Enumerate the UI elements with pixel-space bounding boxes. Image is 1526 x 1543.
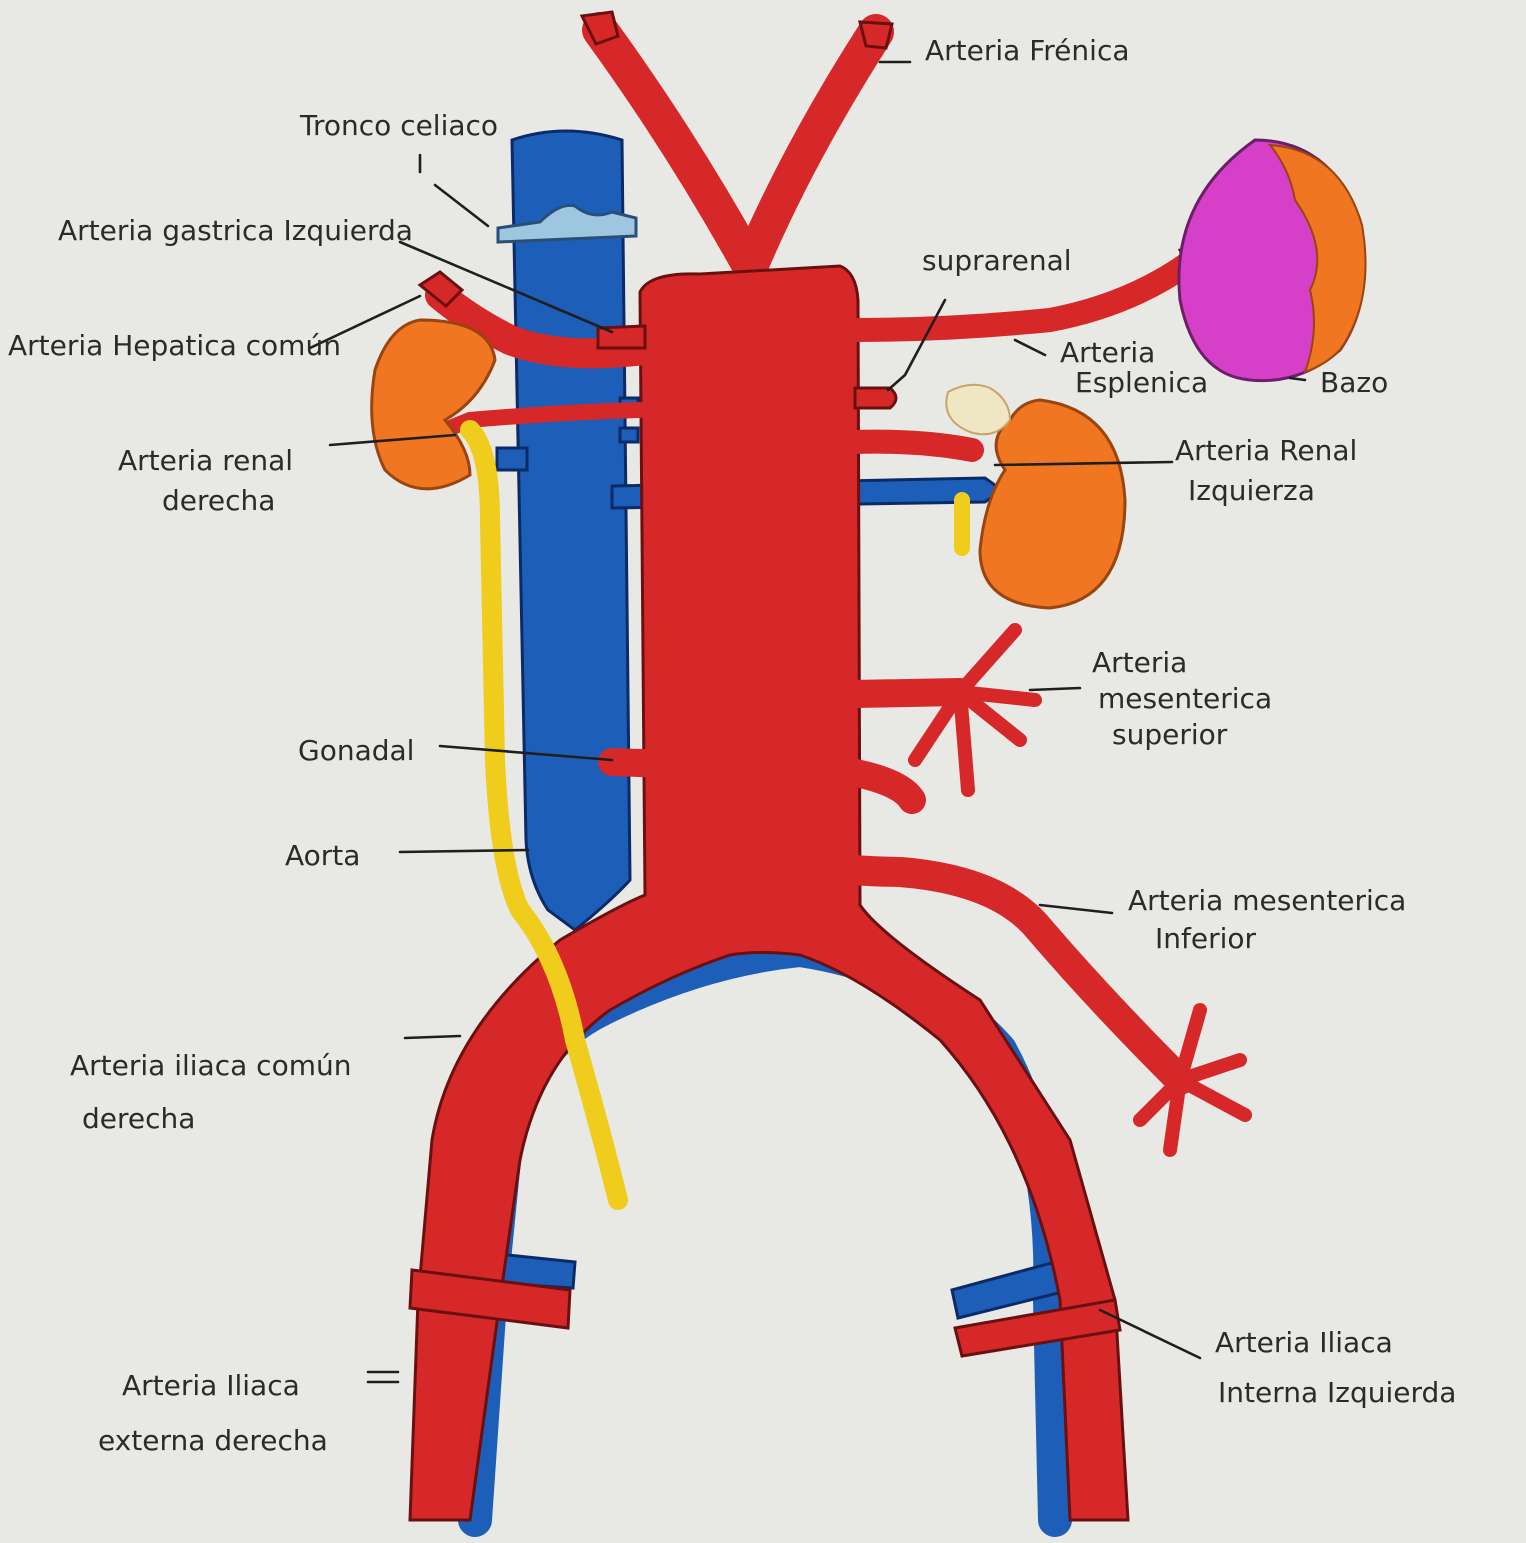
left-adrenal-gland xyxy=(946,385,1010,434)
label-splenic-artery-line2: Esplenica xyxy=(1075,366,1208,399)
label-left-renal-artery-line1: Arteria Renal xyxy=(1175,434,1357,467)
label-celiac-trunk: Tronco celiaco xyxy=(299,109,498,142)
label-common-hepatic-artery: Arteria Hepatica común xyxy=(8,329,341,362)
label-phrenic-artery: Arteria Frénica xyxy=(925,34,1130,67)
label-right-renal-artery-line2: derecha xyxy=(162,484,275,517)
label-superior-mesenteric-line1: Arteria xyxy=(1092,646,1187,679)
left-kidney xyxy=(980,400,1125,608)
label-inferior-mesenteric-line1: Arteria mesenterica xyxy=(1128,884,1406,917)
label-left-internal-iliac-line1: Arteria Iliaca xyxy=(1215,1326,1393,1359)
label-left-renal-artery-line2: Izquierza xyxy=(1188,474,1315,507)
label-spleen: Bazo xyxy=(1320,366,1388,399)
label-right-external-iliac-line2: externa derecha xyxy=(98,1424,328,1457)
label-right-common-iliac-line1: Arteria iliaca común xyxy=(70,1049,351,1082)
label-left-gastric-artery: Arteria gastrica Izquierda xyxy=(58,214,413,247)
label-aorta: Aorta xyxy=(285,839,360,872)
label-inferior-mesenteric-line2: Inferior xyxy=(1155,922,1257,955)
label-splenic-artery-line1: Arteria xyxy=(1060,336,1155,369)
label-right-common-iliac-line2: derecha xyxy=(82,1102,195,1135)
label-right-renal-artery-line1: Arteria renal xyxy=(118,444,293,477)
label-suprarenal: suprarenal xyxy=(922,244,1072,277)
label-superior-mesenteric-line2: mesenterica xyxy=(1098,682,1272,715)
label-left-internal-iliac-line2: Interna Izquierda xyxy=(1218,1376,1456,1409)
left-renal-artery xyxy=(855,442,972,450)
label-right-external-iliac-line1: Arteria Iliaca xyxy=(122,1369,300,1402)
label-superior-mesenteric-line3: superior xyxy=(1112,718,1228,751)
label-gonadal: Gonadal xyxy=(298,734,414,767)
spleen xyxy=(1179,140,1366,381)
